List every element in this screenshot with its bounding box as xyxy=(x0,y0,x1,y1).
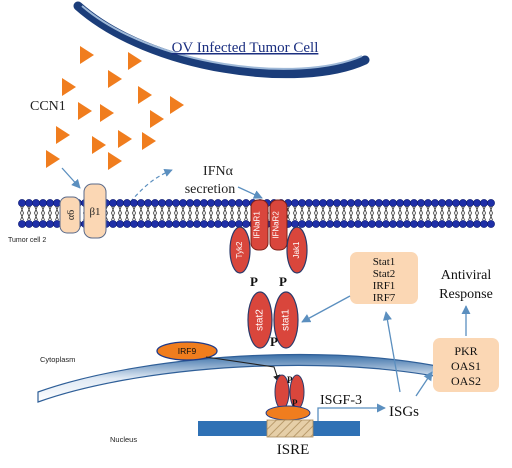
stat-box-to-stat1-arrow xyxy=(301,295,351,323)
ifnar2-receptor: IFNaR2 xyxy=(269,199,288,251)
svg-text:IFNaR1: IFNaR1 xyxy=(253,211,262,239)
infected-cell-title: OV Infected Tumor Cell xyxy=(172,40,319,56)
isgs-to-stat-box-arrow xyxy=(382,311,401,393)
effector-item: OAS1 xyxy=(451,359,481,373)
stat2-protein: stat2 xyxy=(247,291,273,349)
ccn1-triangle xyxy=(92,136,106,154)
ccn1-triangle xyxy=(108,152,122,170)
ccn1-ligand-group xyxy=(46,46,184,170)
svg-text:stat2: stat2 xyxy=(255,309,266,331)
tumor-cell-2-label: Tumor cell 2 xyxy=(8,237,46,244)
irf9-translocation-arrow xyxy=(205,356,281,383)
isre-element xyxy=(266,419,314,438)
isg-target-item: IRF7 xyxy=(373,292,396,304)
svg-text:α6: α6 xyxy=(66,210,77,220)
isg-target-item: Stat1 xyxy=(373,256,396,268)
antiviral-label-line1: Antiviral xyxy=(441,268,492,283)
svg-text:IFNaR2: IFNaR2 xyxy=(272,211,281,239)
nuclear-irf9 xyxy=(265,405,311,421)
nucleus-label: Nucleus xyxy=(110,435,137,444)
integrin-beta1: β1 xyxy=(83,183,107,239)
ccn1-triangle xyxy=(118,130,132,148)
effector-item: PKR xyxy=(454,344,477,358)
svg-text:Tyk2: Tyk2 xyxy=(235,241,244,258)
isg-targets-box xyxy=(350,252,418,304)
svg-text:Jak1: Jak1 xyxy=(292,241,301,258)
svg-text:stat1: stat1 xyxy=(281,309,292,331)
isgs-to-effector-arrow xyxy=(415,371,433,397)
svg-text:IRF9: IRF9 xyxy=(178,346,197,356)
secretion-to-receptor-arrow xyxy=(237,186,263,199)
ccn1-triangle xyxy=(108,70,122,88)
infected-cell-membrane xyxy=(73,1,370,79)
ifn-secretion-label-line2: secretion xyxy=(185,182,236,197)
ccn1-label: CCN1 xyxy=(30,99,66,114)
stat1-protein: stat1 xyxy=(273,291,299,349)
integrin-alpha6: α6 xyxy=(59,196,81,234)
phospho-stat1: P xyxy=(270,334,278,349)
phospho-nuclear-1: P xyxy=(287,375,293,385)
phospho-jak1: P xyxy=(279,274,287,289)
ifn-secretion-label-line1: IFNα xyxy=(203,164,234,179)
isg-target-item: IRF1 xyxy=(373,280,396,292)
ccn1-triangle xyxy=(142,132,156,150)
ccn1-triangle xyxy=(128,52,142,70)
ccn1-triangle xyxy=(62,78,76,96)
antiviral-label-line2: Response xyxy=(439,287,493,302)
cytoplasm-label: Cytoplasm xyxy=(40,355,75,364)
nuclear-membrane xyxy=(37,353,479,403)
ccn1-triangle xyxy=(46,150,60,168)
phospho-nuclear-2: P xyxy=(292,398,298,408)
ccn1-triangle xyxy=(56,126,70,144)
ccn1-to-integrin-arrow xyxy=(61,167,81,189)
effector-item: OAS2 xyxy=(451,374,481,388)
isgf3-to-isgs-arrow xyxy=(317,403,386,422)
ccn1-triangle xyxy=(138,86,152,104)
effector-box xyxy=(433,338,499,392)
isgf3-label: ISGF-3 xyxy=(320,393,362,408)
ccn1-triangle xyxy=(100,104,114,122)
ccn1-triangle xyxy=(80,46,94,64)
ccn1-triangle xyxy=(170,96,184,114)
isre-label: ISRE xyxy=(277,442,310,458)
isgs-label: ISGs xyxy=(389,404,419,420)
phospho-tyk2: P xyxy=(250,274,258,289)
ccn1-triangle xyxy=(78,102,92,120)
ifnar1-receptor: IFNaR1 xyxy=(250,199,269,251)
isg-target-item: Stat2 xyxy=(373,268,396,280)
tyk2-kinase: Tyk2 xyxy=(229,226,251,274)
irf9-protein: IRF9 xyxy=(156,341,218,361)
svg-text:β1: β1 xyxy=(89,206,100,218)
ccn1-triangle xyxy=(150,110,164,128)
jak1-kinase: Jak1 xyxy=(286,226,308,274)
